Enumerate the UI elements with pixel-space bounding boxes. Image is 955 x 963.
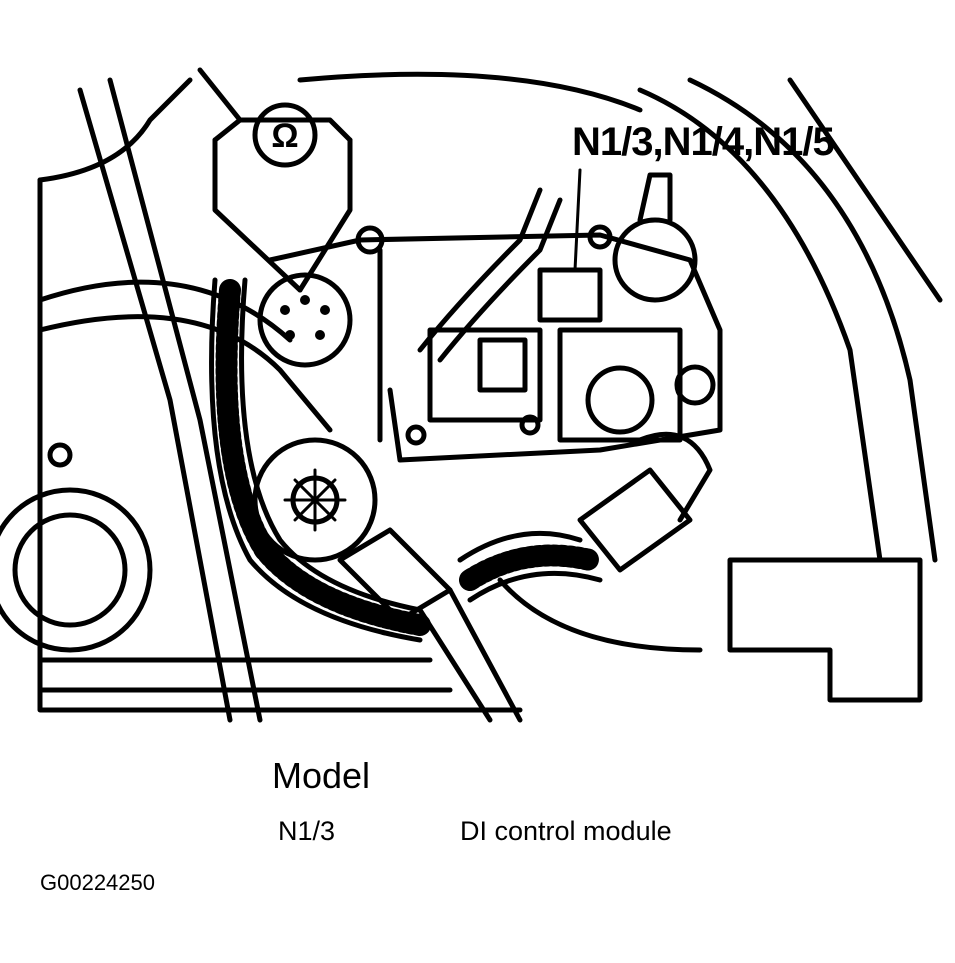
legend-code: N1/3 <box>278 816 336 846</box>
component-illustration: Ω <box>0 67 943 723</box>
gear-wheel <box>0 442 153 653</box>
control-module-housing <box>267 172 723 463</box>
ohm-symbol: Ω <box>271 117 298 155</box>
figure-id: G00224250 <box>40 870 155 895</box>
corrugated-cable <box>209 277 431 643</box>
cable-plug-left <box>252 437 523 723</box>
legend-heading: Model <box>272 755 371 796</box>
engine-outline <box>37 67 943 723</box>
round-connector <box>257 272 353 368</box>
legend-description: DI control module <box>460 816 672 846</box>
cable-plug-right <box>457 431 713 603</box>
vacuum-line <box>417 168 582 363</box>
component-callout-label: N1/3,N1/4,N1/5 <box>572 120 835 164</box>
ohmmeter-probe: Ω <box>212 102 353 293</box>
